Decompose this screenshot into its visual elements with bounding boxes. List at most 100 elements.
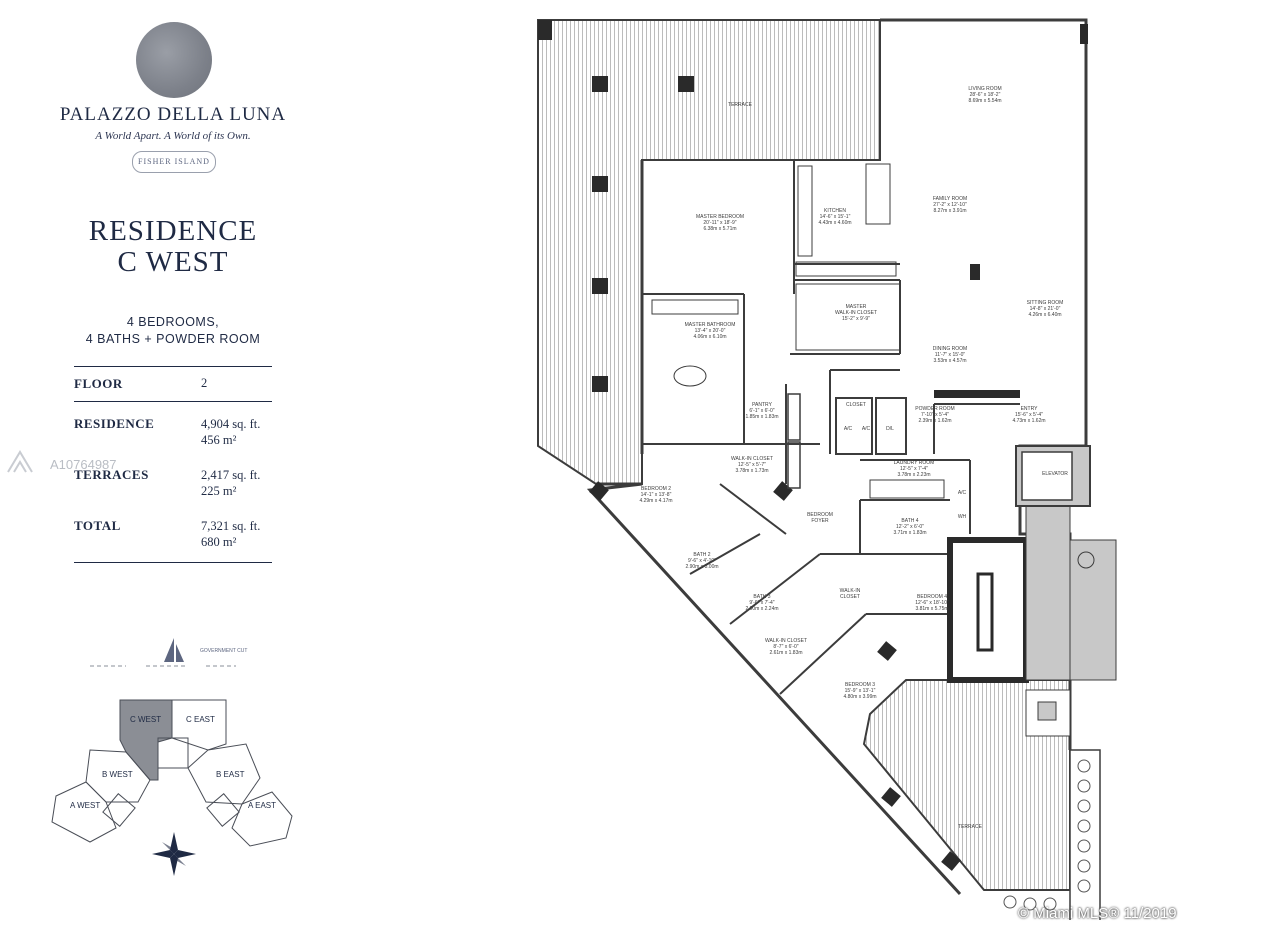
room-name: LAUNDRY ROOM bbox=[894, 460, 935, 466]
listing-id-watermark: A10764987 bbox=[50, 457, 117, 472]
walk-in-closet-shelves bbox=[795, 283, 901, 351]
room-dimensions: 2.90m x 3.00m bbox=[685, 564, 718, 570]
baths-count: 4 BATHS + POWDER ROOM bbox=[85, 332, 261, 346]
kitchen-counter bbox=[797, 165, 813, 257]
unit-a-west-wing bbox=[102, 793, 136, 827]
room-dimensions: 9'-6" x 7'-4" bbox=[749, 600, 774, 606]
key-plan-cut-label: GOVERNMENT CUT bbox=[200, 648, 247, 654]
room-dimensions: 1.85m x 1.83m bbox=[745, 414, 778, 420]
room-name: BEDROOM bbox=[807, 512, 833, 518]
key-plan-label-b-east: B EAST bbox=[216, 770, 245, 779]
fixture-tag: WH bbox=[958, 514, 967, 520]
unit-a-east bbox=[231, 791, 293, 847]
room-dimensions: 8.69m x 5.54m bbox=[968, 98, 1001, 104]
unit-a-east-wing bbox=[206, 793, 240, 827]
room-dimensions: 4.43m x 4.60m bbox=[818, 220, 851, 226]
key-plan-label-b-west: B WEST bbox=[102, 770, 133, 779]
closet-c bbox=[787, 393, 801, 441]
room-dimensions: 3.78m x 1.73m bbox=[735, 468, 768, 474]
room-dimensions: 8'-7" x 6'-0" bbox=[773, 644, 798, 650]
room-dimensions: 6.38m x 5.71m bbox=[703, 226, 736, 232]
room-name: TERRACE bbox=[728, 102, 753, 108]
north-terrace bbox=[537, 19, 881, 485]
entry-bench bbox=[934, 390, 1020, 398]
spec-rule bbox=[74, 366, 272, 367]
room-dimensions: 2.90m x 2.24m bbox=[745, 606, 778, 612]
spec-value-total-m2: 680 m² bbox=[201, 535, 237, 549]
room-name: FAMILY ROOM bbox=[933, 196, 967, 202]
core bbox=[157, 737, 189, 769]
bedrooms-count: 4 BEDROOMS, bbox=[126, 315, 220, 329]
residence-title: RESIDENCE C WEST bbox=[40, 216, 306, 278]
residence-title-line1: RESIDENCE bbox=[88, 215, 258, 247]
room-dimensions: 4.26m x 6.40m bbox=[1028, 312, 1061, 318]
room-name: ELEVATOR bbox=[1042, 471, 1068, 477]
key-plan-label-c-east: C EAST bbox=[186, 715, 215, 724]
service-elevator bbox=[1069, 539, 1117, 681]
key-plan-label-a-east: A EAST bbox=[248, 801, 276, 810]
room-dimensions: 4.29m x 4.17m bbox=[639, 498, 672, 504]
sailboat-icon bbox=[164, 638, 184, 662]
brand-moon-logo bbox=[136, 22, 212, 98]
room-name: BEDROOM 3 bbox=[845, 682, 875, 688]
room-dimensions: 4.06m x 6.10m bbox=[693, 334, 726, 340]
room-dimensions: 14'-1" x 13'-8" bbox=[641, 492, 672, 498]
room-dimensions: 11'-7" x 15'-0" bbox=[935, 352, 966, 358]
brand-name: PALAZZO DELLA LUNA bbox=[59, 104, 287, 125]
spec-value-terraces-sqft: 2,417 sq. ft. bbox=[201, 468, 261, 482]
key-plan-label-c-west: C WEST bbox=[130, 715, 161, 724]
landscape-planter bbox=[1069, 749, 1101, 920]
room-dimensions: 28'-6" x 18'-2" bbox=[970, 92, 1001, 98]
elevator-car bbox=[1021, 451, 1073, 501]
spec-rule bbox=[74, 401, 272, 402]
spec-label-residence: RESIDENCE bbox=[74, 416, 155, 431]
room-dimensions: 4.80m x 3.99m bbox=[843, 694, 876, 700]
room-dimensions: 12'-2" x 6'-0" bbox=[896, 524, 924, 530]
room-dimensions: 14'-6" x 15'-1" bbox=[820, 214, 851, 220]
fixture-tag: A/C bbox=[958, 490, 967, 496]
room-dimensions: 15'-9" x 13'-1" bbox=[845, 688, 876, 694]
residence-summary: 4 BEDROOMS, 4 BATHS + POWDER ROOM bbox=[40, 314, 306, 348]
room-dimensions: 3.81m x 5.75m bbox=[915, 606, 948, 612]
service-lobby bbox=[1025, 689, 1071, 737]
room-dimensions: 6'-1" x 6'-0" bbox=[749, 408, 774, 414]
fixture-tag: A/C bbox=[844, 426, 853, 432]
room-dimensions: 2.61m x 1.83m bbox=[769, 650, 802, 656]
service-corridor bbox=[1025, 503, 1071, 681]
room-name: SITTING ROOM bbox=[1027, 300, 1064, 306]
stair-inner bbox=[976, 572, 994, 652]
closet-a bbox=[835, 397, 873, 455]
room-dimensions: 15'-6" x 5'-4" bbox=[1015, 412, 1043, 418]
key-plan-label-a-west: A WEST bbox=[70, 801, 100, 810]
room-name: TERRACE bbox=[958, 824, 983, 830]
room-name: BATH 2 bbox=[693, 552, 710, 558]
unit-a-west bbox=[51, 781, 117, 843]
closet-d bbox=[787, 441, 801, 489]
planter-shrubs bbox=[1003, 759, 1091, 911]
room-name: POWDER ROOM bbox=[915, 406, 954, 412]
room-dimensions: 12'-5" x 7'-4" bbox=[900, 466, 928, 472]
kitchen-island-stair bbox=[865, 163, 891, 225]
room-dimensions: WALK-IN CLOSET bbox=[835, 310, 877, 316]
room-name: BATH 4 bbox=[901, 518, 918, 524]
fisher-island-badge: FISHER ISLAND bbox=[132, 151, 216, 173]
spec-value-terraces-m2: 225 m² bbox=[201, 484, 237, 498]
room-name: DINING ROOM bbox=[933, 346, 967, 352]
room-dimensions: 14'-8" x 21'-0" bbox=[1030, 306, 1061, 312]
residence-title-line2: C WEST bbox=[117, 246, 229, 278]
service-lobby-duct bbox=[1037, 701, 1057, 721]
spec-value-floor: 2 bbox=[201, 376, 208, 390]
mls-copyright: © Miami MLS® 11/2019 bbox=[1018, 905, 1177, 922]
room-name: MASTER bbox=[846, 304, 867, 310]
spec-rule bbox=[74, 562, 272, 563]
bathtub-icon bbox=[673, 365, 707, 387]
room-name: MASTER BEDROOM bbox=[696, 214, 744, 220]
spec-label-floor: FLOOR bbox=[74, 376, 123, 391]
room-name: KITCHEN bbox=[824, 208, 846, 214]
exterior-wall-diagonal bbox=[586, 482, 962, 896]
room-name: MASTER BATHROOM bbox=[685, 322, 736, 328]
closet-b bbox=[875, 397, 907, 455]
spec-value-residence-m2: 456 m² bbox=[201, 433, 237, 447]
